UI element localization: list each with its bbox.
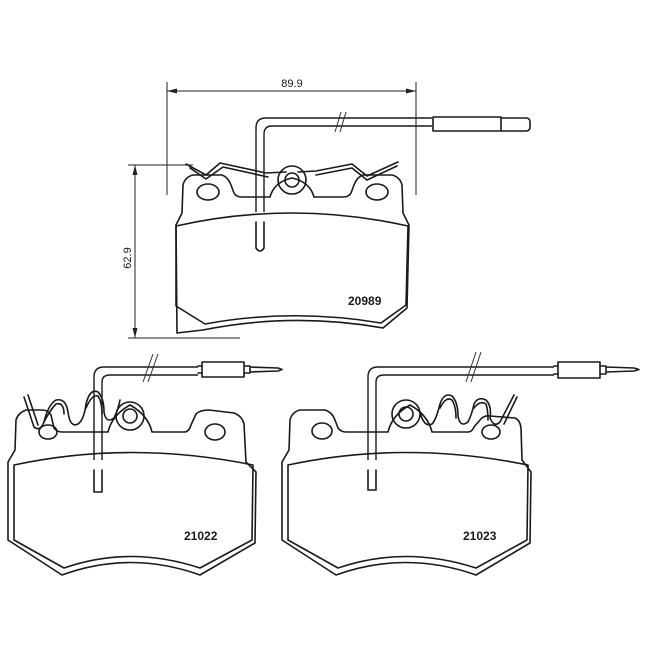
wear-sensor-wire-icon: [255, 117, 432, 212]
coil-spring-icon: [419, 394, 515, 426]
brake-pad-21023: 21023: [281, 351, 640, 576]
sensor-connector-icon: [432, 116, 502, 132]
brake-pad-21022: 21022: [7, 353, 283, 576]
anti-rattle-spring-icon: [185, 161, 399, 177]
part-number-label: 21023: [463, 529, 497, 543]
part-number-label: 20989: [348, 294, 382, 308]
dimension-height-label: 62.9: [122, 247, 134, 268]
wear-sensor-wire-icon: [93, 366, 198, 460]
brake-pad-20989: 20989: [175, 111, 531, 334]
dimension-width: 89.9: [166, 78, 417, 195]
mounting-hole-icon: [38, 424, 58, 440]
coil-spring-icon: [23, 390, 121, 430]
mounting-hole-icon: [481, 424, 501, 440]
dimension-width-label: 89.9: [281, 78, 302, 90]
mounting-hole-icon: [311, 422, 333, 440]
mounting-hole-icon: [204, 423, 226, 441]
part-number-label: 21022: [184, 529, 218, 543]
sensor-connector-icon: [201, 361, 245, 378]
wear-sensor-wire-icon: [367, 366, 554, 460]
mounting-hole-icon: [196, 183, 220, 201]
dimension-height: 62.9: [122, 164, 240, 339]
sensor-connector-icon: [557, 361, 601, 379]
mounting-hole-icon: [365, 183, 389, 201]
